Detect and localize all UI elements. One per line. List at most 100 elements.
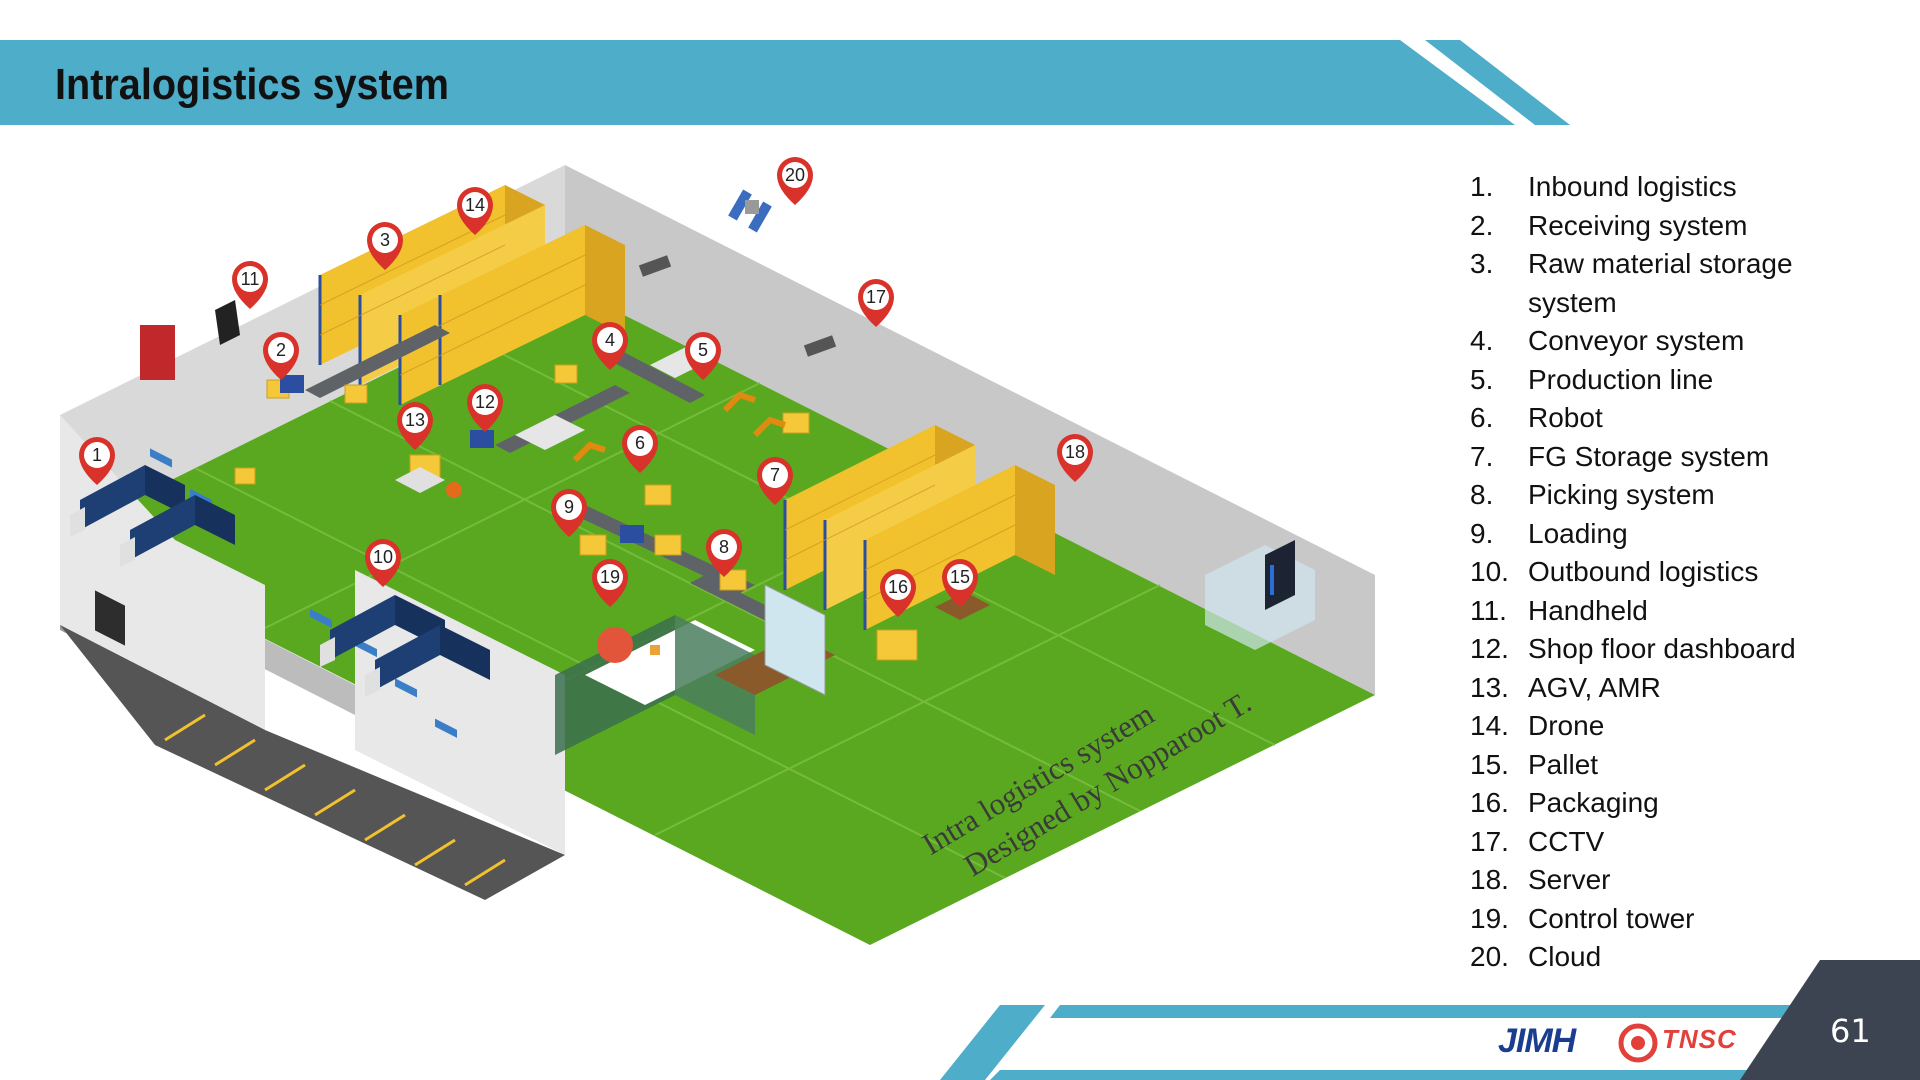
legend-item: 18.Server bbox=[1470, 861, 1910, 900]
pin-7-label: 7 bbox=[770, 465, 780, 485]
legend-item-label: Shop floor dashboard bbox=[1528, 633, 1796, 664]
legend-item: 11. Handheld bbox=[1470, 592, 1910, 631]
legend-item: 14. Drone bbox=[1470, 707, 1910, 746]
pin-12: 12 bbox=[467, 384, 503, 432]
pin-11-label: 11 bbox=[241, 269, 260, 289]
pin-17: 17 bbox=[858, 279, 894, 327]
pin-5: 5 bbox=[685, 332, 721, 380]
pin-1-label: 1 bbox=[92, 445, 102, 465]
legend-item-label: Outbound logistics bbox=[1528, 556, 1759, 587]
legend-item-number: 10. bbox=[1470, 556, 1509, 587]
floor bbox=[60, 285, 1375, 945]
satellite bbox=[728, 189, 772, 233]
legend-item-label: Receiving system bbox=[1528, 209, 1748, 241]
legend-item-label: Drone bbox=[1528, 710, 1605, 741]
amr-robot bbox=[446, 482, 462, 498]
pin-14: 14 bbox=[457, 187, 493, 235]
legend-item-number: 6. bbox=[1470, 402, 1494, 433]
pin-19-label: 19 bbox=[600, 567, 620, 587]
legend-item-label: CCTV bbox=[1528, 825, 1605, 857]
pallet bbox=[935, 592, 990, 620]
dock-building-2 bbox=[355, 570, 565, 855]
legend-item: 7. FG Storage system bbox=[1470, 438, 1910, 477]
legend-item-number: 9. bbox=[1470, 517, 1494, 549]
legend-item-number: 15. bbox=[1470, 748, 1509, 780]
legend-item-number: 17. bbox=[1470, 825, 1509, 857]
production-machine-1 bbox=[515, 415, 585, 450]
pin-3: 3 bbox=[367, 222, 403, 270]
legend-item-label: Raw material storage bbox=[1528, 248, 1793, 279]
pin-18: 18 bbox=[1057, 434, 1093, 482]
outbound-trucks bbox=[320, 595, 490, 697]
legend-item-number: 1. bbox=[1470, 171, 1494, 202]
pin-14-label: 14 bbox=[465, 195, 485, 215]
legend-item: 16.Packaging bbox=[1470, 784, 1910, 823]
pin-17-label: 17 bbox=[866, 287, 886, 307]
pin-19: 19 bbox=[592, 559, 628, 607]
legend-item: 19. Control tower bbox=[1470, 900, 1910, 939]
pin-8: 8 bbox=[706, 529, 742, 577]
legend-item-number: 3. bbox=[1470, 248, 1494, 279]
pin-10-label: 10 bbox=[373, 547, 393, 567]
legend-item-label: Cloud bbox=[1528, 941, 1602, 972]
footer-bar bbox=[940, 960, 1920, 1080]
legend-item-label: Picking system bbox=[1528, 479, 1715, 510]
legend-item-number: 4. bbox=[1470, 325, 1494, 356]
pin-13-label: 13 bbox=[405, 410, 425, 430]
glass-door bbox=[764, 584, 826, 696]
pin-4: 4 bbox=[592, 322, 628, 370]
cctv-cameras bbox=[638, 255, 837, 357]
legend-item-label: Production line bbox=[1528, 363, 1714, 395]
pin-16: 16 bbox=[880, 569, 916, 617]
pin-20: 20 bbox=[777, 157, 813, 205]
legend-item: 10. Outbound logistics bbox=[1470, 553, 1910, 592]
page-number: 61 bbox=[1830, 1012, 1871, 1050]
tnsc-logo: TNSC bbox=[1618, 1022, 1738, 1063]
legend-item-number: 8. bbox=[1470, 479, 1494, 510]
legend-item-label: Conveyor system bbox=[1528, 325, 1745, 356]
legend-item-number: 13. bbox=[1470, 671, 1509, 703]
pin-2: 2 bbox=[263, 332, 299, 380]
pin-4-label: 4 bbox=[605, 330, 615, 350]
slide-title: Intralogistics system bbox=[55, 60, 449, 109]
jimh-logo: JIMH bbox=[1498, 1022, 1576, 1060]
legend-item-number: 11. bbox=[1470, 594, 1507, 626]
pin-7: 7 bbox=[757, 457, 793, 505]
legend-item: 4. Conveyor system bbox=[1470, 322, 1910, 361]
legend-item-number: 5. bbox=[1470, 363, 1494, 395]
dashboard-screen-3 bbox=[620, 525, 644, 543]
tnsc-logo-text: TNSC bbox=[1662, 1024, 1737, 1054]
dashboard-screen-1 bbox=[280, 375, 304, 393]
location-pins: 1 2 3 4 5 6 7 8 9 10 11 12 13 14 15 16 1… bbox=[79, 157, 1093, 617]
pin-9: 9 bbox=[551, 489, 587, 537]
legend-item-label: Loading bbox=[1528, 517, 1628, 549]
legend-item-number: 19. bbox=[1470, 902, 1509, 934]
legend-item-label: Packaging bbox=[1528, 787, 1659, 818]
legend-item-label: Control tower bbox=[1528, 902, 1695, 934]
pin-9-label: 9 bbox=[564, 497, 574, 517]
legend-item: 6.Robot bbox=[1470, 399, 1910, 438]
legend-item: 2.Receiving system bbox=[1470, 207, 1910, 246]
warehouse-illustration: 1 2 3 4 5 6 7 8 9 10 11 12 13 14 15 16 1… bbox=[60, 157, 1375, 945]
legend-item: system bbox=[1470, 284, 1910, 323]
legend-item: 1. Inbound logistics bbox=[1470, 168, 1910, 207]
pin-15-label: 15 bbox=[950, 567, 970, 587]
tnsc-logo-icon bbox=[1618, 1023, 1658, 1063]
dock-doors bbox=[95, 590, 125, 646]
pin-5-label: 5 bbox=[698, 340, 708, 360]
legend-item-label: Server bbox=[1528, 864, 1611, 895]
legend-item-number: 14. bbox=[1470, 710, 1509, 741]
back-wall-right bbox=[565, 165, 1375, 695]
legend-item-number: 7. bbox=[1470, 440, 1494, 472]
legend-item-label: Inbound logistics bbox=[1528, 171, 1737, 202]
legend-item-label: system bbox=[1528, 286, 1617, 318]
legend-item: 3. Raw material storage bbox=[1470, 245, 1910, 284]
handheld-terminal bbox=[215, 300, 240, 345]
legend-item: 5. Production line bbox=[1470, 361, 1910, 400]
legend-item-label: FG Storage system bbox=[1528, 440, 1770, 472]
server-room bbox=[1205, 540, 1315, 650]
pin-6-label: 6 bbox=[635, 433, 645, 453]
inbound-trucks bbox=[70, 465, 235, 567]
legend-item-label: Handheld bbox=[1528, 594, 1648, 626]
